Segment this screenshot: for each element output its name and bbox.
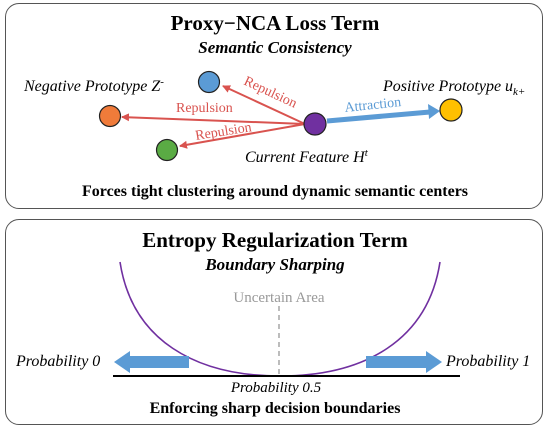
current-feature-node xyxy=(303,112,327,136)
proxy-nca-subtitle: Semantic Consistency xyxy=(198,38,352,57)
attraction-arrow-shaft xyxy=(326,109,431,124)
repulsion-label-3: Repulsion xyxy=(194,120,252,144)
negative-prototype-label: Negative Prototype Z- xyxy=(23,76,164,95)
proxy-nca-title: Proxy−NCA Loss Term xyxy=(171,11,380,35)
repulsion-arrow-orange xyxy=(121,113,306,125)
entropy-caption: Enforcing sharp decision boundaries xyxy=(150,400,401,417)
attraction-label: Attraction xyxy=(344,95,402,116)
probability-1-label: Probability 1 xyxy=(445,353,530,370)
right-arrow-shaft xyxy=(366,356,428,368)
probability-0-label: Probability 0 xyxy=(15,353,100,370)
repulsion-arrow-green xyxy=(179,123,306,149)
entropy-subtitle: Boundary Sharping xyxy=(204,255,345,274)
probability-mid-label: Probability 0.5 xyxy=(230,380,322,396)
positive-prototype-node xyxy=(439,98,463,122)
negative-prototype-blue xyxy=(197,70,221,94)
left-arrow-shaft xyxy=(129,356,189,368)
repulsion-label-1: Repulsion xyxy=(241,74,299,112)
uncertain-area-label: Uncertain Area xyxy=(233,290,325,306)
entropy-panel xyxy=(5,219,543,425)
left-arrow-head xyxy=(114,351,130,373)
repulsion-arrow-blue xyxy=(222,85,306,125)
proxy-nca-caption: Forces tight clustering around dynamic s… xyxy=(82,183,468,200)
positive-prototype-label: Positive Prototype uk+ xyxy=(382,78,525,98)
negative-prototype-green xyxy=(155,138,179,162)
entropy-title: Entropy Regularization Term xyxy=(142,228,408,252)
right-arrow-head xyxy=(426,351,442,373)
current-feature-label: Current Feature Ht xyxy=(245,147,369,166)
attraction-arrow-head xyxy=(428,104,440,119)
negative-prototype-orange xyxy=(98,104,122,128)
repulsion-label-2: Repulsion xyxy=(176,101,233,116)
